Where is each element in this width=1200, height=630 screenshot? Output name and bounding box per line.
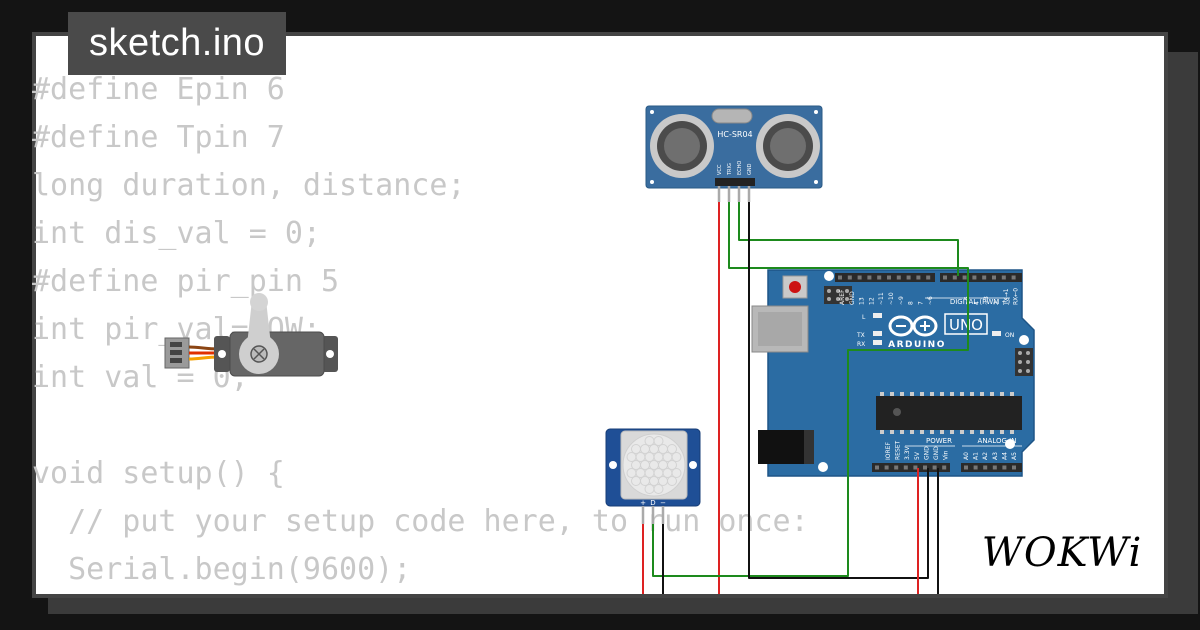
code-line: void setup() { bbox=[32, 456, 285, 491]
pir-dome bbox=[622, 433, 686, 497]
digital-label: DIGITAL (PWM ~) bbox=[950, 298, 1011, 306]
pin-label-echo: ECHO bbox=[737, 161, 743, 175]
digital-pin-label: RX←0 bbox=[1013, 288, 1020, 305]
code-line: int dis_val = 0; bbox=[32, 216, 321, 251]
analog-pin-label: A0 bbox=[963, 452, 970, 460]
code-line: #define Epin 6 bbox=[32, 72, 285, 107]
analog-pin-label: A2 bbox=[982, 452, 989, 460]
crystal-oscillator bbox=[711, 108, 753, 124]
digital-pin-label: ~11 bbox=[878, 292, 885, 305]
ultrasonic-header bbox=[715, 178, 755, 186]
digital-pin-label: ~3 bbox=[983, 296, 990, 305]
servo-motor[interactable] bbox=[164, 293, 338, 377]
code-line: #define Tpin 7 bbox=[32, 120, 285, 155]
code-line: // put your setup code here, to run once… bbox=[32, 504, 809, 539]
wire-trig-green[interactable] bbox=[652, 202, 969, 577]
pir-sensor[interactable]: + D − bbox=[605, 428, 701, 524]
power-label: POWER bbox=[926, 437, 952, 445]
digital-pin-label: AREF bbox=[839, 289, 846, 305]
pin-label-vcc: VCC bbox=[717, 164, 723, 175]
led-label-tx: TX bbox=[856, 332, 865, 339]
power-header bbox=[872, 463, 950, 472]
reset-button-icon bbox=[789, 281, 801, 293]
pir-pin-label-vcc: + bbox=[640, 499, 646, 507]
analog-label: ANALOG IN bbox=[978, 437, 1017, 445]
ultrasonic-label: HC-SR04 bbox=[717, 130, 752, 139]
code-line: #define pir_pin 5 bbox=[32, 264, 340, 299]
power-pin-label: GND bbox=[923, 446, 930, 460]
digital-pin-label: 13 bbox=[859, 297, 866, 305]
pin-label-gnd: GND bbox=[747, 163, 753, 175]
arduino-logo-icon bbox=[888, 315, 938, 337]
power-pin-label: 3.3V bbox=[904, 445, 911, 460]
wire-gnd-black[interactable] bbox=[748, 202, 929, 579]
pir-pin-label-gnd: − bbox=[660, 499, 666, 507]
analog-pin-label: A4 bbox=[1001, 452, 1008, 460]
analog-pin-label: A5 bbox=[1011, 452, 1018, 460]
digital-header-left bbox=[835, 273, 935, 282]
led-tx bbox=[873, 331, 882, 336]
icsp-header bbox=[1015, 348, 1033, 376]
power-pin-label: GND bbox=[933, 446, 940, 460]
led-label-on: ON bbox=[1005, 332, 1014, 339]
code-editor[interactable]: #define Epin 6 #define Tpin 7 long duratio… bbox=[32, 66, 809, 594]
analog-pin-label: A1 bbox=[973, 452, 980, 460]
power-pin-label: 5V bbox=[914, 451, 921, 460]
file-title-tab[interactable]: sketch.ino bbox=[68, 12, 286, 75]
wire-echo-green[interactable] bbox=[738, 202, 959, 276]
digital-pin-label: GND bbox=[849, 291, 856, 305]
arduino-brand: ARDUINO bbox=[888, 340, 946, 350]
ultrasonic-sensor[interactable]: HC-SR04 VCC TRIG ECHO GND bbox=[645, 105, 823, 202]
digital-pin-label: ~6 bbox=[927, 296, 934, 305]
wokwi-logo: WOKWi bbox=[982, 530, 1143, 576]
digital-pin-label: 7 bbox=[917, 301, 924, 305]
pir-pin-label-d: D bbox=[650, 499, 655, 507]
digital-pin-label: 2 bbox=[993, 301, 1000, 305]
power-jack bbox=[758, 430, 810, 464]
code-line: Serial.begin(9600); bbox=[32, 552, 412, 587]
analog-header bbox=[961, 463, 1022, 472]
led-rx bbox=[873, 340, 882, 345]
power-pin-label: Vin bbox=[943, 450, 950, 460]
power-pin-label: IOREF bbox=[885, 442, 892, 460]
digital-pin-label: ~9 bbox=[898, 296, 905, 305]
digital-pin-label: 8 bbox=[908, 301, 915, 305]
analog-pin-label: A3 bbox=[992, 452, 999, 460]
arduino-model: UNO bbox=[949, 316, 983, 334]
pin-label-trig: TRIG bbox=[727, 163, 733, 176]
digital-pin-label: 4 bbox=[973, 301, 980, 305]
led-on bbox=[992, 331, 1001, 336]
digital-pin-label: TX→1 bbox=[1003, 288, 1010, 306]
code-line: int pir_val=LOW; bbox=[32, 312, 321, 347]
digital-pin-label: 12 bbox=[868, 297, 875, 305]
digital-pin-label: ~10 bbox=[888, 292, 895, 305]
led-label-rx: RX bbox=[857, 341, 865, 348]
digital-header-right bbox=[940, 273, 1022, 282]
led-l bbox=[873, 313, 882, 318]
code-line: long duration, distance; bbox=[32, 168, 466, 203]
led-label-l: L bbox=[862, 314, 866, 321]
power-pin-label: RESET bbox=[895, 440, 902, 460]
